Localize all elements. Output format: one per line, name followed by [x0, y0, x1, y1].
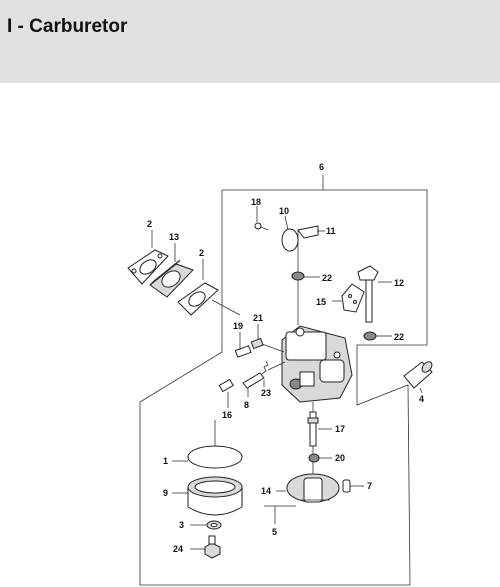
callout-5: 5 — [272, 527, 277, 537]
callout-14: 14 — [261, 486, 271, 496]
throttle-shaft-part-12 — [357, 265, 379, 323]
spacer-part-13 — [149, 259, 194, 298]
fitting-part-21 — [250, 337, 264, 350]
washer-part-3 — [206, 520, 222, 530]
callout-19: 19 — [233, 321, 243, 331]
callout-10: 10 — [279, 206, 289, 216]
callout-2a: 2 — [147, 219, 152, 229]
bolt-part-24 — [204, 535, 221, 559]
ring-gasket-part-1 — [187, 445, 243, 469]
callout-20: 20 — [335, 453, 345, 463]
hose-part-4 — [403, 361, 433, 389]
gasket-part-2a — [127, 249, 169, 285]
callout-21: 21 — [253, 313, 263, 323]
spring-part-23 — [261, 360, 269, 375]
header-bar: I - Carburetor — [0, 0, 500, 83]
callout-1: 1 — [163, 456, 168, 466]
callout-6: 6 — [319, 162, 324, 172]
fitting-part-16 — [218, 378, 234, 393]
carburetor-body-part-6 — [281, 325, 353, 403]
callout-15: 15 — [316, 297, 326, 307]
callout-8: 8 — [244, 400, 249, 410]
jet-part-17 — [307, 411, 319, 447]
callout-24: 24 — [173, 544, 183, 554]
jet-part-20 — [308, 453, 320, 463]
washer-part-22a — [291, 271, 305, 281]
callout-16: 16 — [222, 410, 232, 420]
lever-part-15 — [341, 283, 365, 313]
callout-13: 13 — [169, 232, 179, 242]
callout-22b: 22 — [394, 332, 404, 342]
callout-17: 17 — [335, 424, 345, 434]
callout-7: 7 — [367, 481, 372, 491]
screw-part-18 — [254, 222, 269, 231]
callout-2b: 2 — [199, 248, 204, 258]
pin-part-5 — [264, 505, 296, 524]
callout-4: 4 — [419, 394, 424, 404]
clip-part-7 — [342, 479, 351, 493]
callout-3: 3 — [179, 520, 184, 530]
assembly-boundary — [139, 189, 428, 586]
callout-9: 9 — [163, 488, 168, 498]
page-title: I - Carburetor — [7, 16, 128, 37]
callout-22a: 22 — [322, 273, 332, 283]
callout-12: 12 — [394, 278, 404, 288]
callout-23: 23 — [261, 388, 271, 398]
choke-shaft-part-11 — [281, 225, 319, 262]
gasket-part-2b — [177, 282, 219, 316]
callout-11: 11 — [326, 226, 336, 236]
screw-part-19 — [234, 345, 252, 358]
float-part-14 — [286, 473, 340, 503]
washer-part-22b — [363, 331, 377, 341]
needle-part-8 — [242, 372, 265, 389]
float-bowl-part-9 — [187, 476, 243, 516]
callout-18: 18 — [251, 197, 261, 207]
